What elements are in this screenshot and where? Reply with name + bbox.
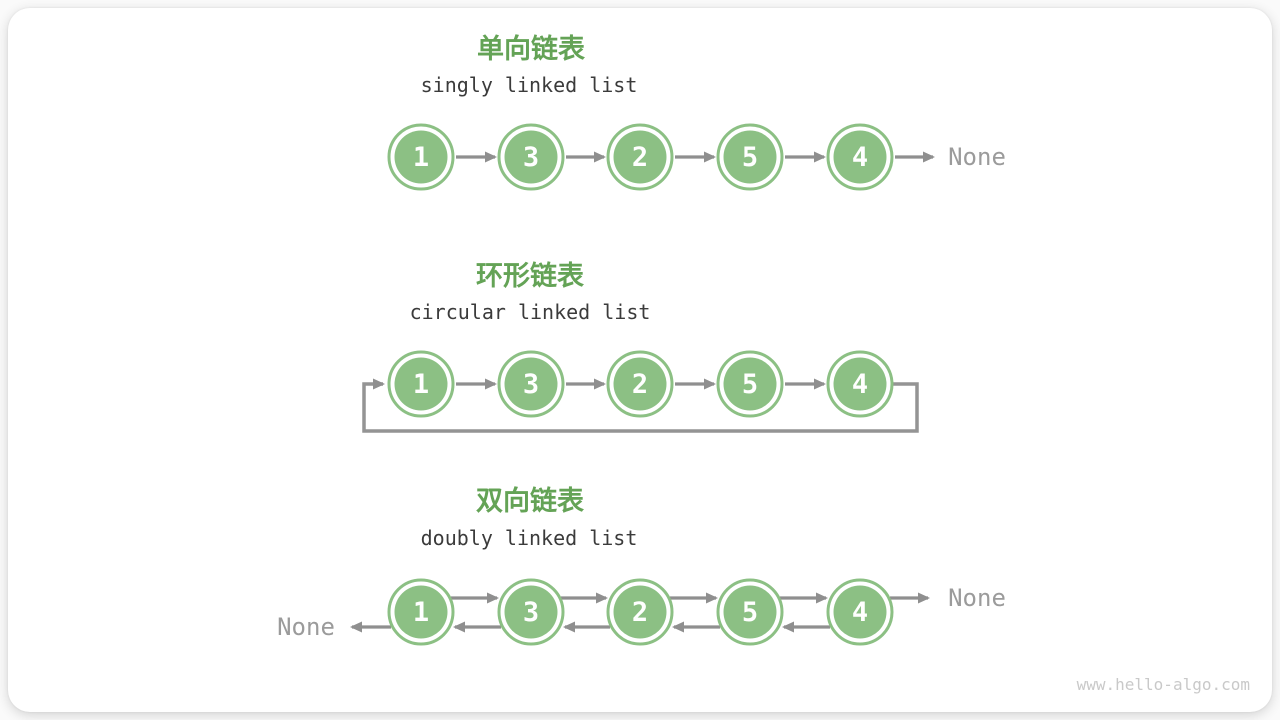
node-value: 2: [632, 597, 648, 628]
loop-back-arrow: [362, 378, 919, 433]
list-node: 1: [387, 350, 455, 418]
node-value: 4: [852, 597, 868, 628]
node-body: [723, 130, 777, 184]
node-body: [394, 357, 448, 411]
list-node: 3: [497, 123, 565, 191]
node-body: [833, 357, 887, 411]
list-node: 3: [497, 350, 565, 418]
list-node: 1: [387, 123, 455, 191]
list-node: 3: [497, 578, 565, 646]
node-body: [394, 130, 448, 184]
node-body: [504, 585, 558, 639]
circular-title-en: circular linked list: [409, 300, 651, 324]
list-node: 4: [826, 350, 894, 418]
singly-linked-list: 1 3 2 5 4 None: [387, 123, 1006, 191]
node-value: 4: [852, 369, 868, 400]
list-node: 2: [606, 123, 674, 191]
list-node: 4: [826, 123, 894, 191]
node-ring: [387, 123, 455, 191]
node-value: 5: [742, 369, 758, 400]
node-body: [833, 130, 887, 184]
node-value: 5: [742, 597, 758, 628]
list-node: 1: [387, 578, 455, 646]
doubly-linked-list: 1 3 2 5 4 None None: [277, 578, 1006, 646]
node-ring: [497, 123, 565, 191]
node-value: 5: [742, 142, 758, 173]
node-body: [613, 130, 667, 184]
node-ring: [606, 350, 674, 418]
node-ring: [606, 123, 674, 191]
list-node: 4: [826, 578, 894, 646]
node-value: 2: [632, 142, 648, 173]
node-body: [613, 357, 667, 411]
node-value: 4: [852, 142, 868, 173]
node-body: [613, 585, 667, 639]
node-body: [833, 585, 887, 639]
node-ring: [826, 578, 894, 646]
list-node: 2: [606, 350, 674, 418]
list-node: 5: [716, 578, 784, 646]
node-body: [504, 357, 558, 411]
node-ring: [606, 578, 674, 646]
node-ring: [716, 350, 784, 418]
none-label: None: [948, 584, 1006, 612]
node-value: 2: [632, 369, 648, 400]
node-value: 1: [413, 369, 429, 400]
node-body: [394, 585, 448, 639]
node-body: [504, 130, 558, 184]
circular-linked-list: 1 3 2 5 4: [362, 350, 919, 433]
node-ring: [497, 578, 565, 646]
list-node: 5: [716, 350, 784, 418]
node-value: 1: [413, 142, 429, 173]
none-label: None: [277, 613, 335, 641]
node-ring: [387, 350, 455, 418]
circular-title-zh: 环形链表: [476, 261, 584, 291]
singly-title-en: singly linked list: [420, 73, 638, 97]
node-body: [723, 585, 777, 639]
node-value: 3: [523, 142, 539, 173]
node-ring: [826, 350, 894, 418]
list-node: 2: [606, 578, 674, 646]
node-ring: [497, 350, 565, 418]
list-node: 5: [716, 123, 784, 191]
doubly-title-en: doubly linked list: [420, 526, 638, 550]
singly-title-zh: 单向链表: [477, 34, 585, 64]
node-ring: [716, 578, 784, 646]
node-ring: [387, 578, 455, 646]
node-value: 1: [413, 597, 429, 628]
node-value: 3: [523, 597, 539, 628]
none-label: None: [948, 143, 1006, 171]
node-body: [723, 357, 777, 411]
doubly-title-zh: 双向链表: [476, 486, 584, 516]
node-ring: [716, 123, 784, 191]
node-ring: [826, 123, 894, 191]
node-value: 3: [523, 369, 539, 400]
watermark: www.hello-algo.com: [1076, 675, 1250, 694]
